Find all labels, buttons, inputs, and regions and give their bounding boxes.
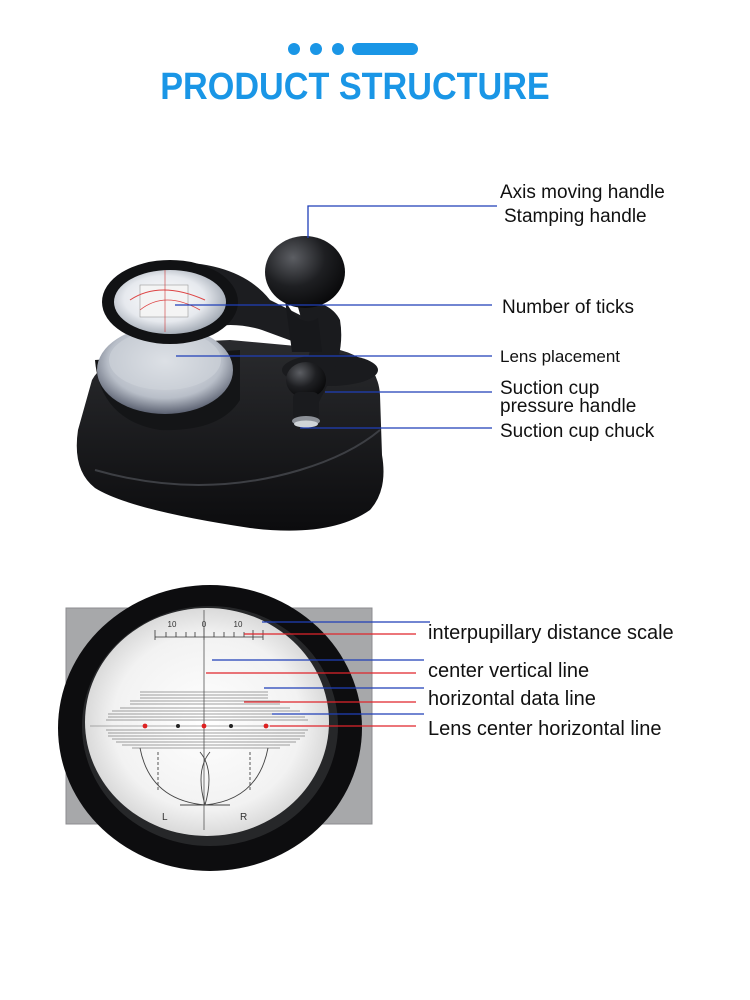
suction-cup-handle: [286, 362, 326, 398]
lens-center-marker: [229, 724, 233, 728]
bottom-leader-lines: [206, 621, 430, 727]
scale-tick-label: 10: [234, 620, 243, 629]
label-center-vertical-line: center vertical line: [428, 660, 590, 682]
page-title: PRODUCT STRUCTURE: [160, 66, 550, 108]
right-lens-mark: R: [240, 812, 247, 823]
lens-center-marker: [201, 723, 207, 729]
device-illustration: [76, 236, 384, 531]
scale-tick-label: 10: [168, 620, 177, 629]
lens-center-marker: [176, 724, 180, 728]
dot: [332, 43, 344, 55]
dot: [288, 43, 300, 55]
label-stamping-handle: Stamping handle: [504, 206, 647, 227]
top-leader-lines: [175, 205, 497, 429]
dot: [310, 43, 322, 55]
leader-line: [307, 205, 497, 238]
label-pressure-handle: pressure handle: [500, 396, 637, 417]
label-suction-cup-chuck: Suction cup chuck: [500, 421, 655, 442]
viewfinder-illustration: 10 0 10: [58, 585, 373, 871]
viewfinder-lens: [85, 608, 329, 836]
left-lens-mark: L: [162, 812, 168, 823]
label-horizontal-data-line: horizontal data line: [428, 688, 596, 710]
lens-center-marker: [142, 723, 148, 729]
header-decoration: [288, 43, 428, 55]
label-ipd-scale: interpupillary distance scale: [428, 622, 674, 644]
label-lens-placement: Lens placement: [500, 347, 621, 366]
lens-center-marker: [263, 723, 269, 729]
label-number-of-ticks: Number of ticks: [502, 297, 634, 318]
stamping-handle-knob: [265, 236, 345, 308]
lens-outlines: [139, 747, 269, 806]
label-lens-center-horizontal-line: Lens center horizontal line: [428, 718, 662, 740]
label-axis-moving-handle: Axis moving handle: [500, 182, 665, 203]
label-suction-cup: Suction cup: [500, 378, 600, 399]
bar: [352, 43, 418, 55]
